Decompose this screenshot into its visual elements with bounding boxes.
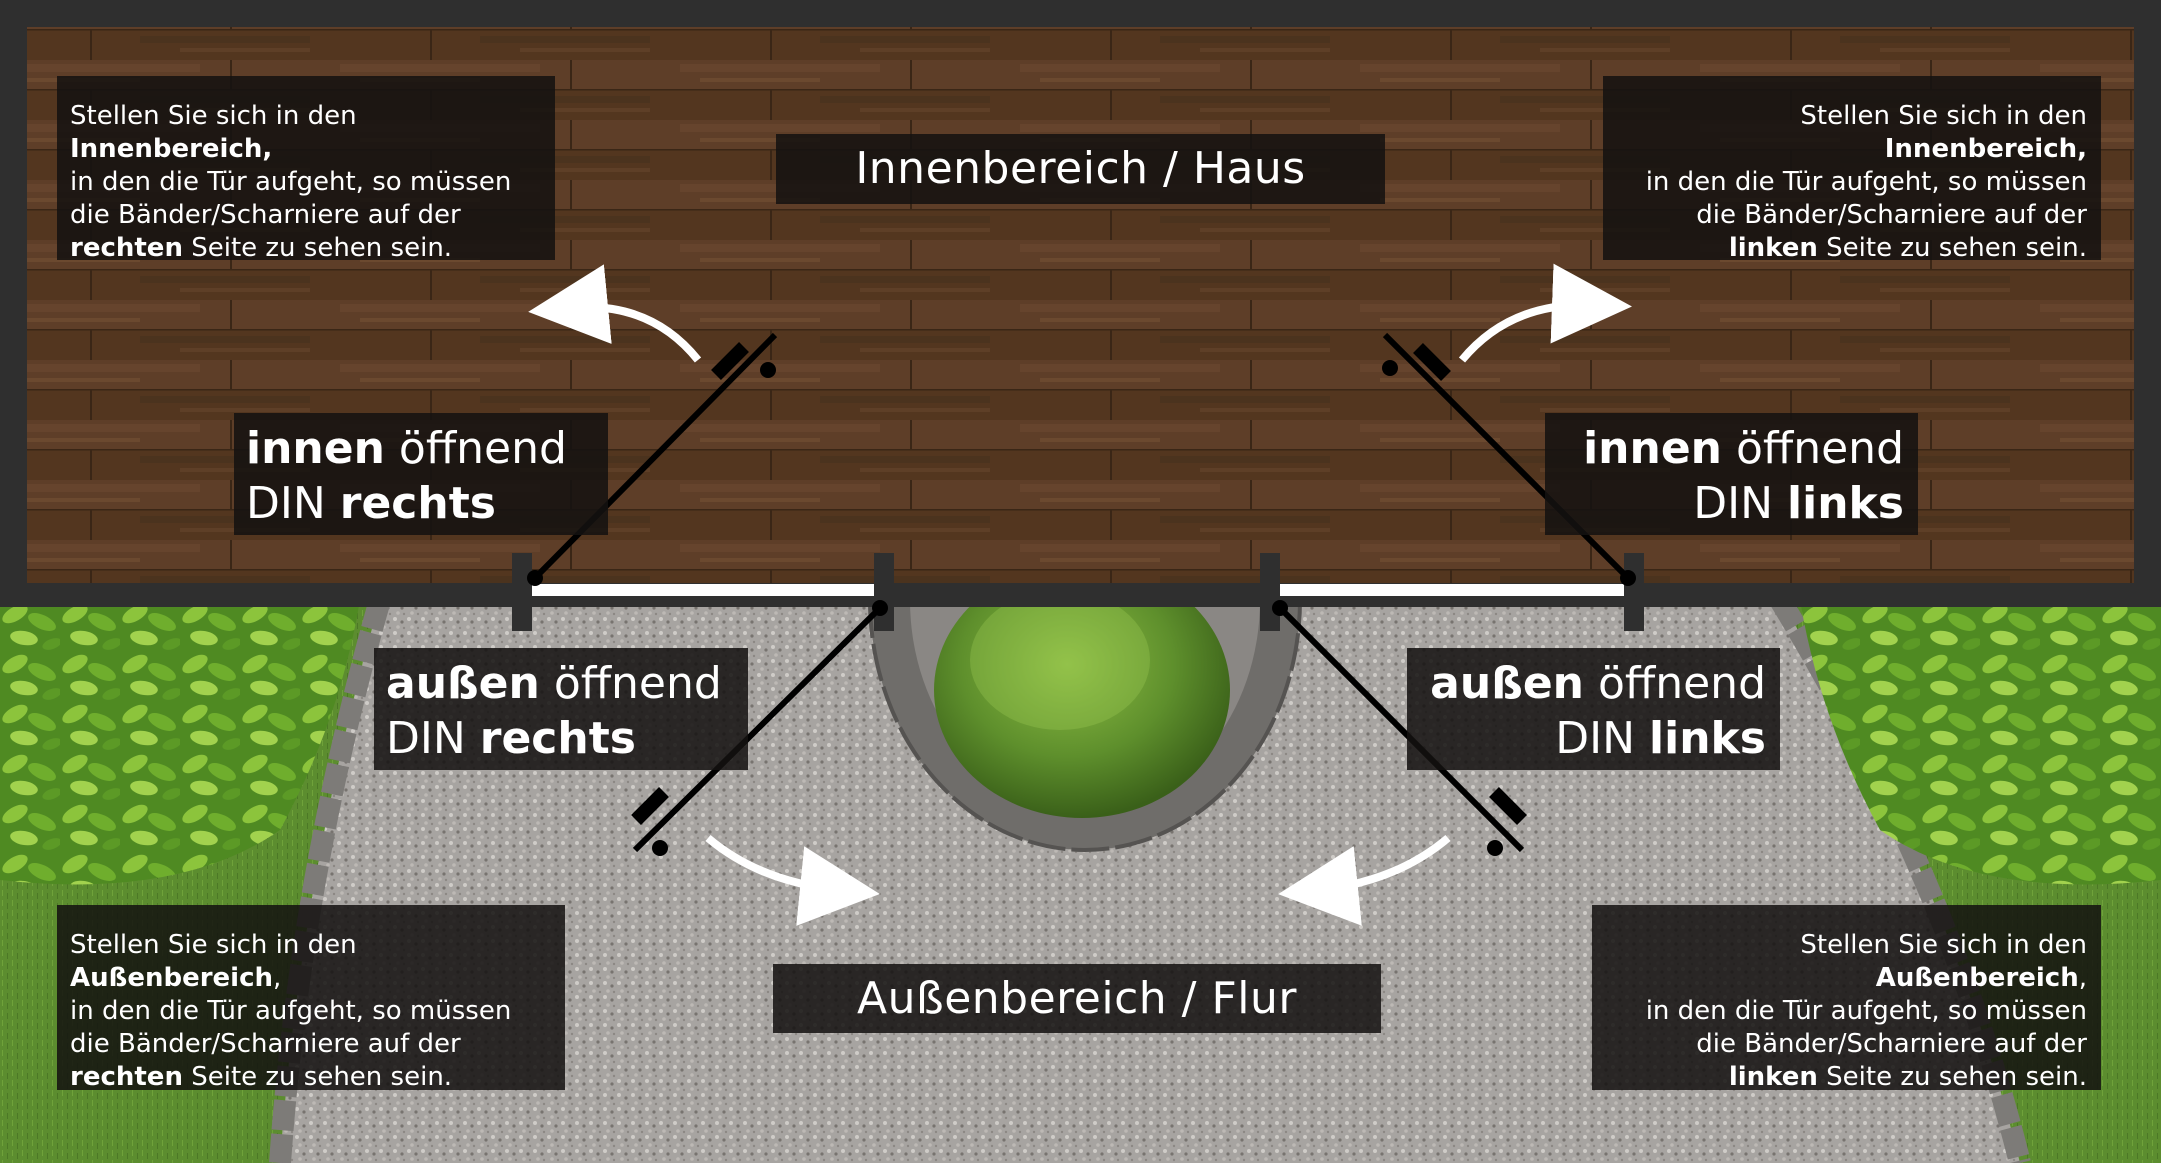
area-title-outside: Außenbereich / Flur [773, 964, 1381, 1033]
note-outside-din-right: Stellen Sie sich in den Außenbereich, in… [57, 905, 565, 1090]
label-inner-din-left: innen öffnend DIN links [1545, 413, 1918, 535]
door-opening-right [1275, 584, 1630, 596]
label-inner-din-right: innen öffnend DIN rechts [234, 413, 608, 535]
area-title-inside: Innenbereich / Haus [776, 134, 1385, 204]
door-opening-left [530, 584, 885, 596]
label-outer-din-left: außen öffnend DIN links [1407, 648, 1780, 770]
wall [0, 583, 2161, 607]
label-outer-din-right: außen öffnend DIN rechts [374, 648, 748, 770]
note-inside-din-right: Stellen Sie sich in den Innenbereich, in… [57, 76, 555, 260]
note-outside-din-left: Stellen Sie sich in den Außenbereich, in… [1592, 905, 2101, 1090]
note-inside-din-left: Stellen Sie sich in den Innenbereich, in… [1603, 76, 2101, 260]
